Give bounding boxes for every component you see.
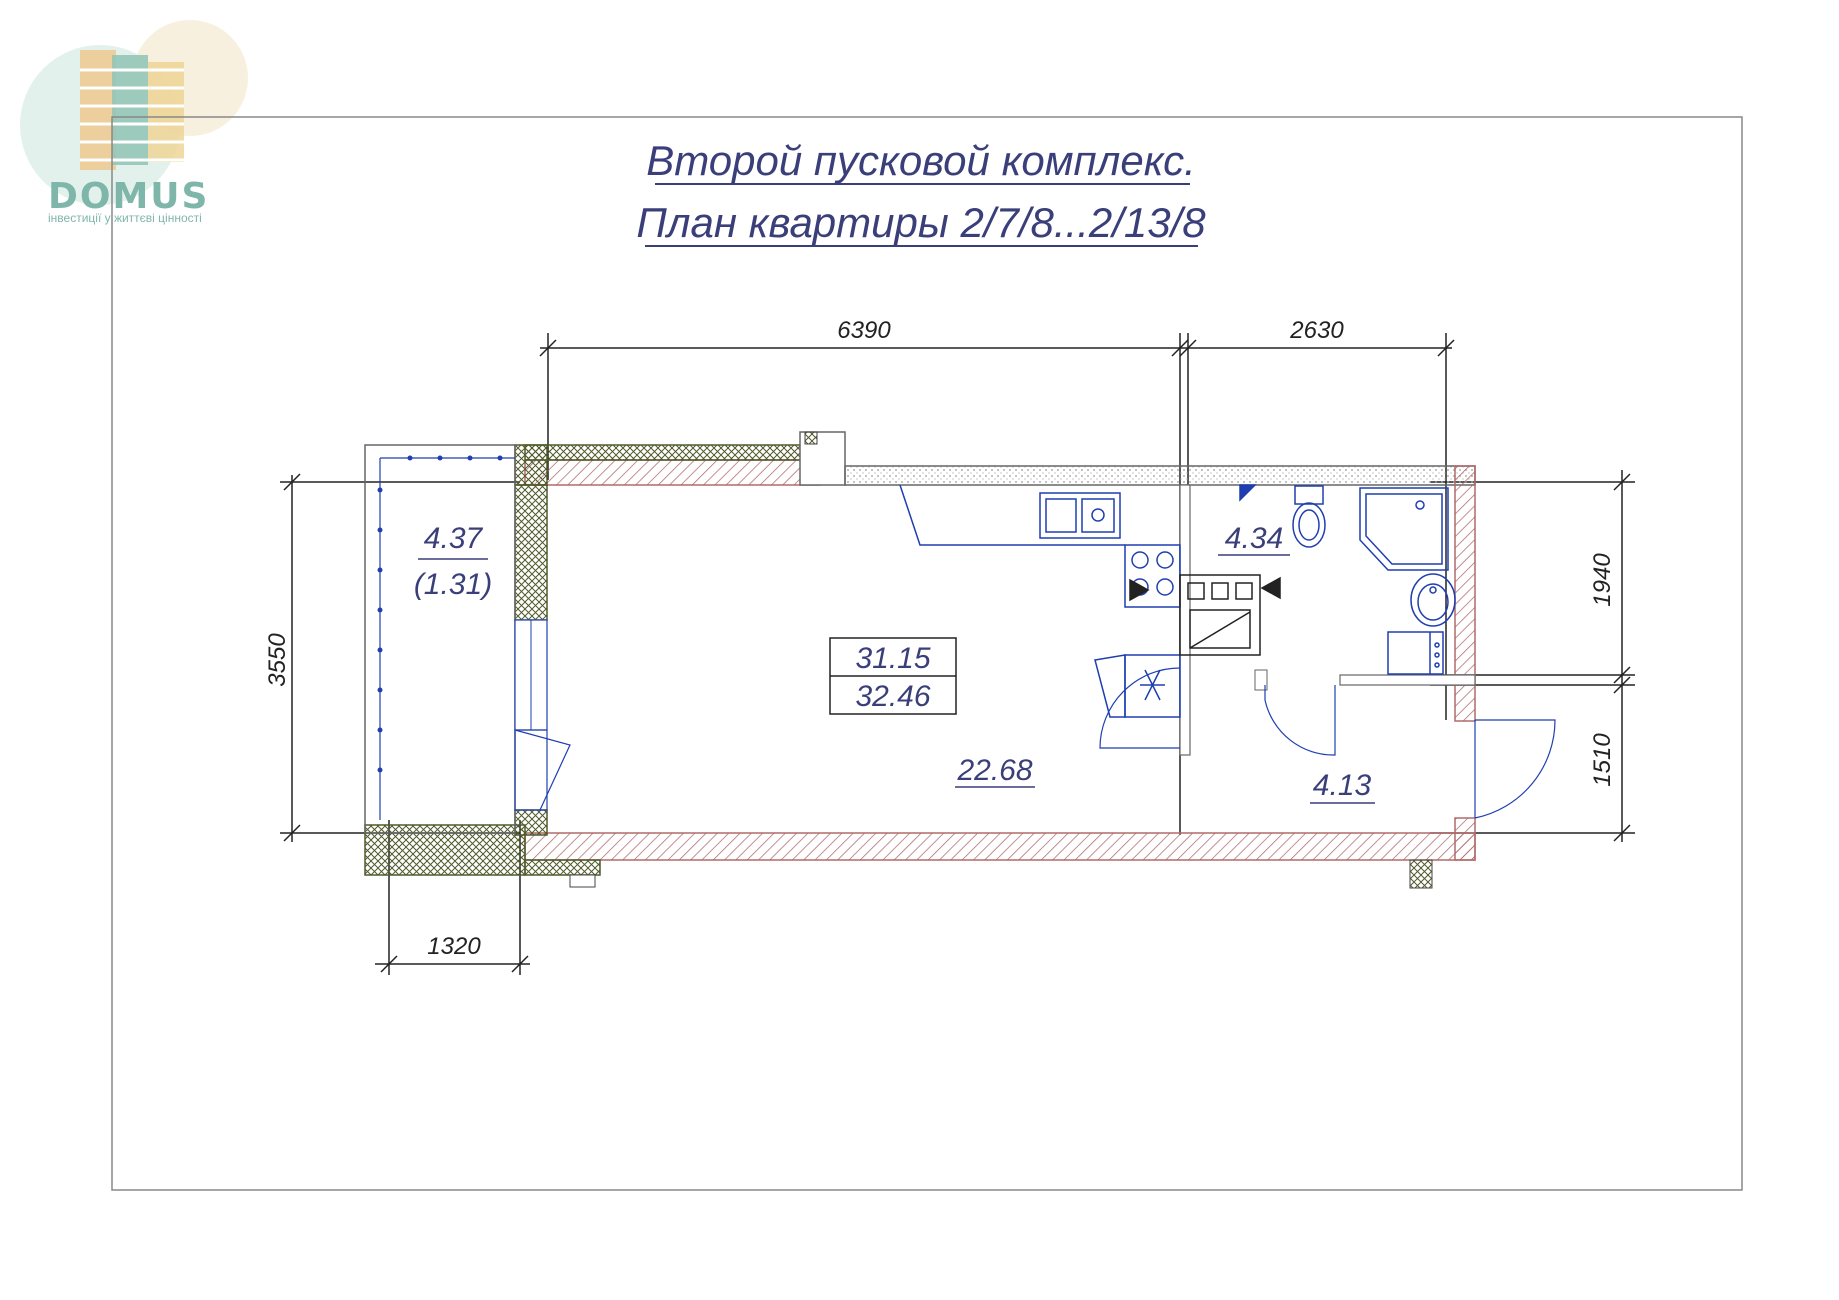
total-living-area: 31.15 bbox=[855, 642, 930, 675]
dim-top-right: 2630 bbox=[1289, 317, 1344, 344]
title-line-1: Второй пусковой комплекс. bbox=[646, 137, 1196, 184]
balcony bbox=[364, 444, 571, 834]
ventilation-block bbox=[1179, 574, 1281, 656]
total-area-box: 31.15 32.46 bbox=[829, 637, 957, 715]
dim-top-left: 6390 bbox=[837, 317, 891, 344]
washbasin-icon bbox=[1410, 573, 1456, 627]
bathroom-fixtures bbox=[1239, 484, 1456, 675]
dim-left: 3550 bbox=[264, 633, 291, 687]
room-labels: 4.37 (1.31) 22.68 4.34 4.13 bbox=[414, 522, 1375, 804]
fridge-icon bbox=[1094, 654, 1181, 718]
balcony-area: 4.37 bbox=[424, 522, 484, 555]
toilet-icon bbox=[1292, 485, 1326, 548]
hall-area: 4.13 bbox=[1313, 769, 1372, 802]
doors bbox=[1099, 667, 1556, 819]
kitchen-counter bbox=[899, 484, 1125, 546]
balcony-area-reduced: (1.31) bbox=[414, 568, 492, 601]
door-kitchen-hall bbox=[1099, 667, 1181, 749]
total-overall-area: 32.46 bbox=[855, 680, 930, 713]
plan-title: Второй пусковой комплекс. План квартиры … bbox=[636, 137, 1206, 247]
dimension-labels: 6390 2630 3550 1940 1510 1320 bbox=[264, 317, 1616, 960]
door-entrance bbox=[1474, 719, 1556, 819]
drawing-frame bbox=[111, 116, 1743, 1191]
dim-right-lower: 1510 bbox=[1589, 733, 1616, 787]
dim-right-upper: 1940 bbox=[1589, 553, 1616, 607]
building-icon bbox=[80, 50, 184, 170]
dim-bottom-balcony: 1320 bbox=[427, 933, 481, 960]
kitchen-fixtures bbox=[899, 484, 1181, 718]
shower-icon bbox=[1359, 487, 1449, 571]
door-bathroom bbox=[1264, 685, 1336, 756]
dimension-lines bbox=[280, 333, 1635, 975]
domus-logo: DOMUS інвестиції у життєві цінності bbox=[20, 20, 248, 225]
washing-machine-icon bbox=[1387, 631, 1444, 675]
title-line-2: План квартиры 2/7/8...2/13/8 bbox=[636, 199, 1206, 246]
sink-icon bbox=[1039, 492, 1121, 539]
logo-tagline: інвестиції у життєві цінності bbox=[48, 211, 202, 225]
living-area: 22.68 bbox=[956, 754, 1032, 787]
bathroom-area: 4.34 bbox=[1225, 522, 1283, 555]
logo-name: DOMUS bbox=[48, 176, 209, 217]
